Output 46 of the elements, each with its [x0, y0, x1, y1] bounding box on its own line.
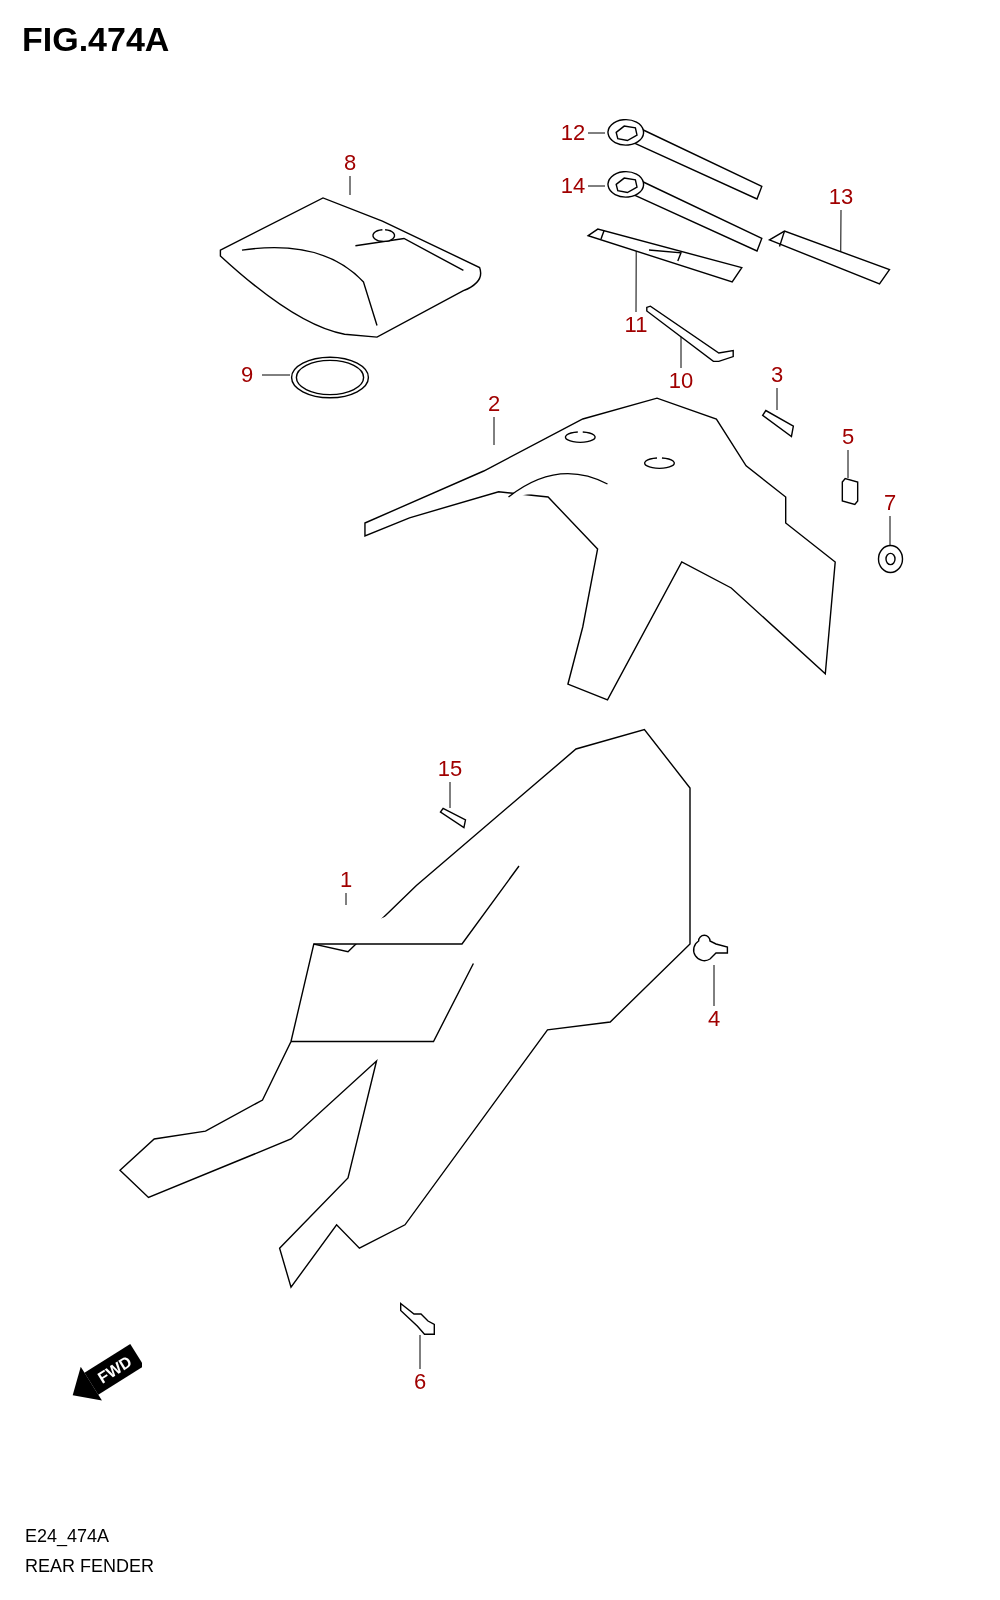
caption-text: E24_474A [25, 1526, 110, 1547]
callout-number: 8 [335, 150, 365, 176]
bag-drawing [219, 197, 482, 338]
leader-line [587, 132, 606, 134]
leader-line [449, 781, 451, 809]
leader-line [713, 964, 715, 1007]
leader-line [680, 336, 682, 369]
leader-line [419, 1334, 421, 1370]
callout-number: 4 [699, 1006, 729, 1032]
callout-number: 15 [435, 756, 465, 782]
leader-line [587, 185, 606, 187]
pad-drawing [761, 409, 795, 438]
callout-number: 14 [558, 173, 588, 199]
callout-number: 13 [826, 184, 856, 210]
leader-line [847, 449, 849, 479]
leader-line [345, 892, 347, 906]
callout-number: 2 [479, 391, 509, 417]
callout-number: 10 [666, 368, 696, 394]
washer-drawing [877, 544, 904, 574]
rear-fender-drawing [364, 397, 836, 701]
clip-drawing [692, 934, 729, 962]
inner-fender-drawing [118, 728, 691, 1289]
callout-number: 11 [621, 312, 651, 338]
o-ring-drawing [290, 356, 370, 399]
callout-number: 1 [331, 867, 361, 893]
hex-key-drawing [646, 305, 734, 363]
leader-line [840, 209, 842, 253]
callout-number: 9 [232, 362, 262, 388]
pad-drawing [841, 477, 859, 506]
callout-number: 3 [762, 362, 792, 388]
figure-title: FIG.474A [22, 20, 170, 59]
socket-tool-drawing [586, 228, 743, 283]
leader-line [889, 515, 891, 546]
callout-number: 6 [405, 1369, 435, 1395]
bolt-drawing [400, 1302, 435, 1335]
caption-text: REAR FENDER [25, 1556, 154, 1577]
tool-bar-drawing [767, 230, 891, 285]
leader-line [349, 175, 351, 196]
leader-line [776, 387, 778, 411]
pad-drawing [439, 807, 467, 829]
leader-line [635, 250, 637, 313]
callout-number: 7 [875, 490, 905, 516]
leader-line [261, 374, 291, 376]
callout-number: 12 [558, 120, 588, 146]
callout-number: 5 [833, 424, 863, 450]
leader-line [493, 416, 495, 446]
